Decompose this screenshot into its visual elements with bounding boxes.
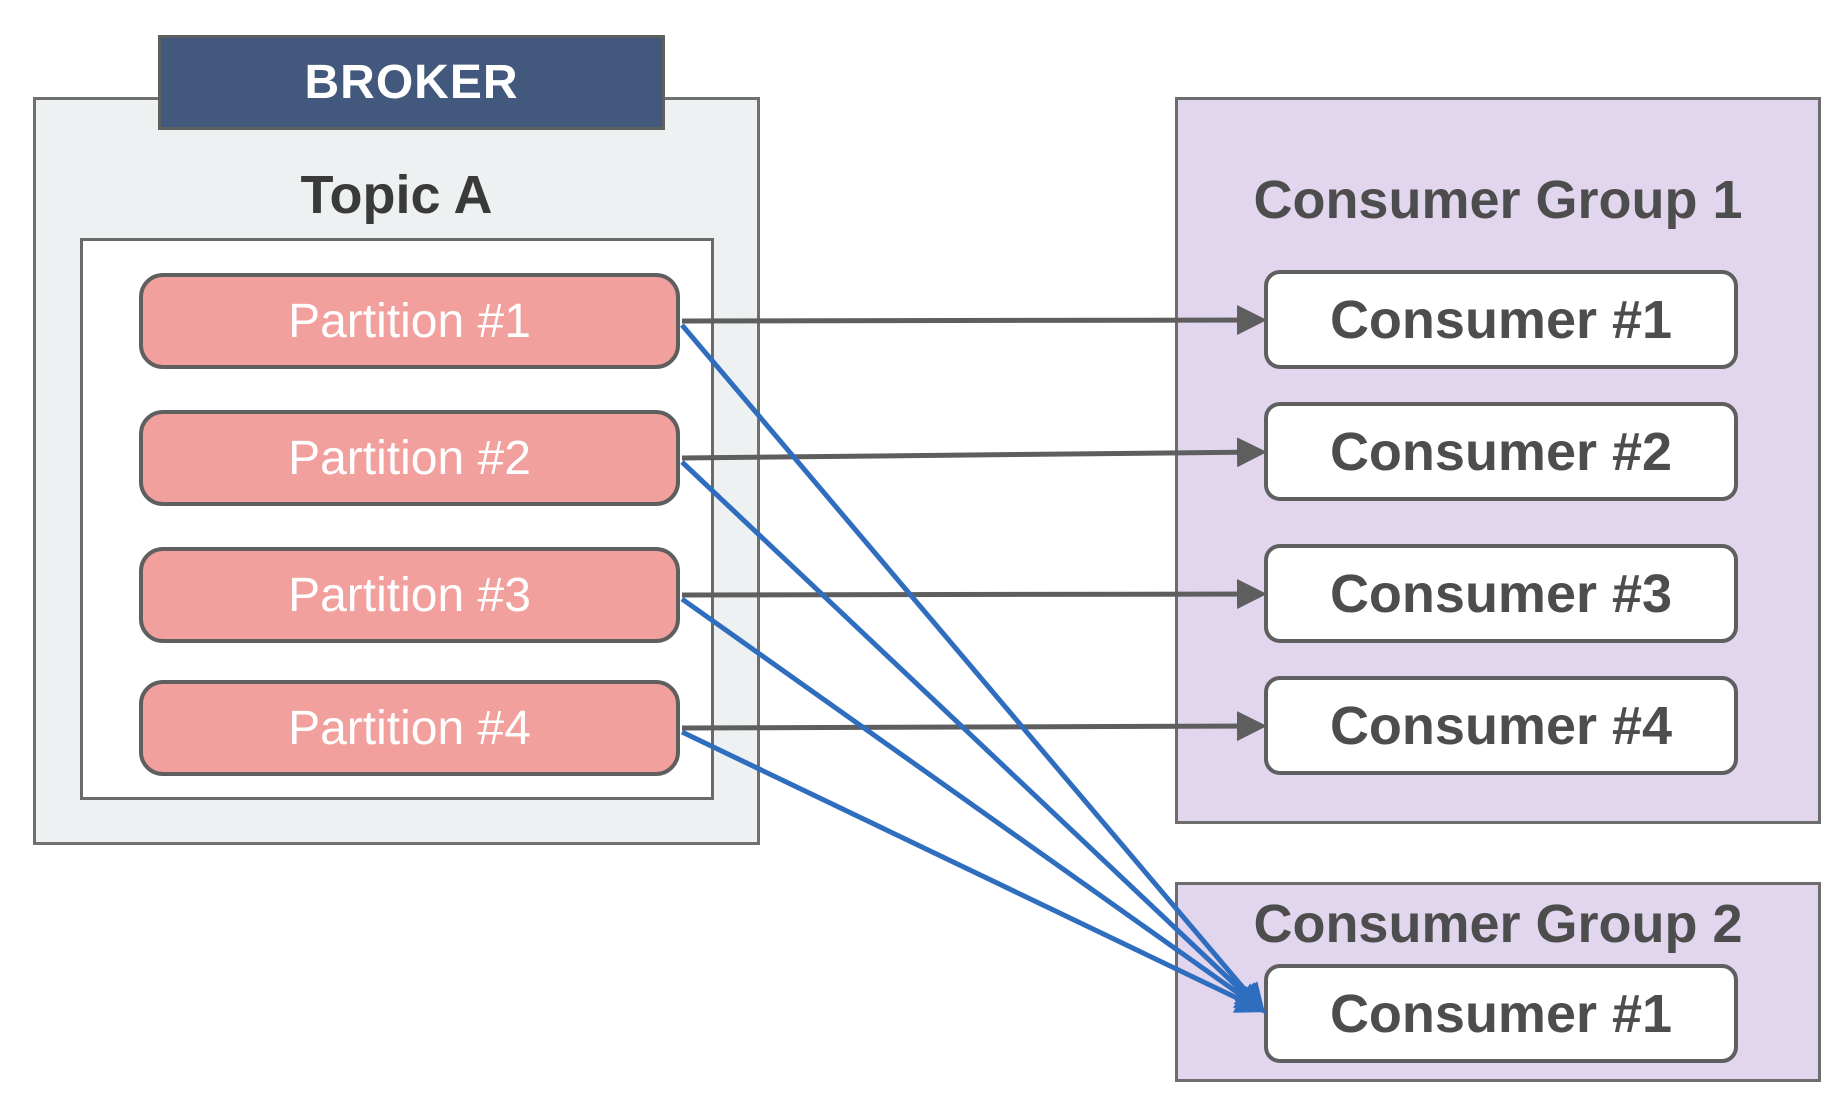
partition-3: Partition #3 — [139, 547, 680, 643]
group-2-consumer-1: Consumer #1 — [1264, 964, 1738, 1063]
consumer-group-2-title: Consumer Group 2 — [1253, 894, 1743, 954]
group-1-consumer-4: Consumer #4 — [1264, 676, 1738, 775]
group-1-consumer-3: Consumer #3 — [1264, 544, 1738, 643]
broker-label: BROKER — [158, 35, 665, 130]
group-1-consumer-2: Consumer #2 — [1264, 402, 1738, 501]
group-1-consumer-1: Consumer #1 — [1264, 270, 1738, 369]
partition-4: Partition #4 — [139, 680, 680, 776]
consumer-group-1-title: Consumer Group 1 — [1253, 170, 1743, 230]
topic-title: Topic A — [300, 165, 493, 225]
partition-2: Partition #2 — [139, 410, 680, 506]
partition-1: Partition #1 — [139, 273, 680, 369]
